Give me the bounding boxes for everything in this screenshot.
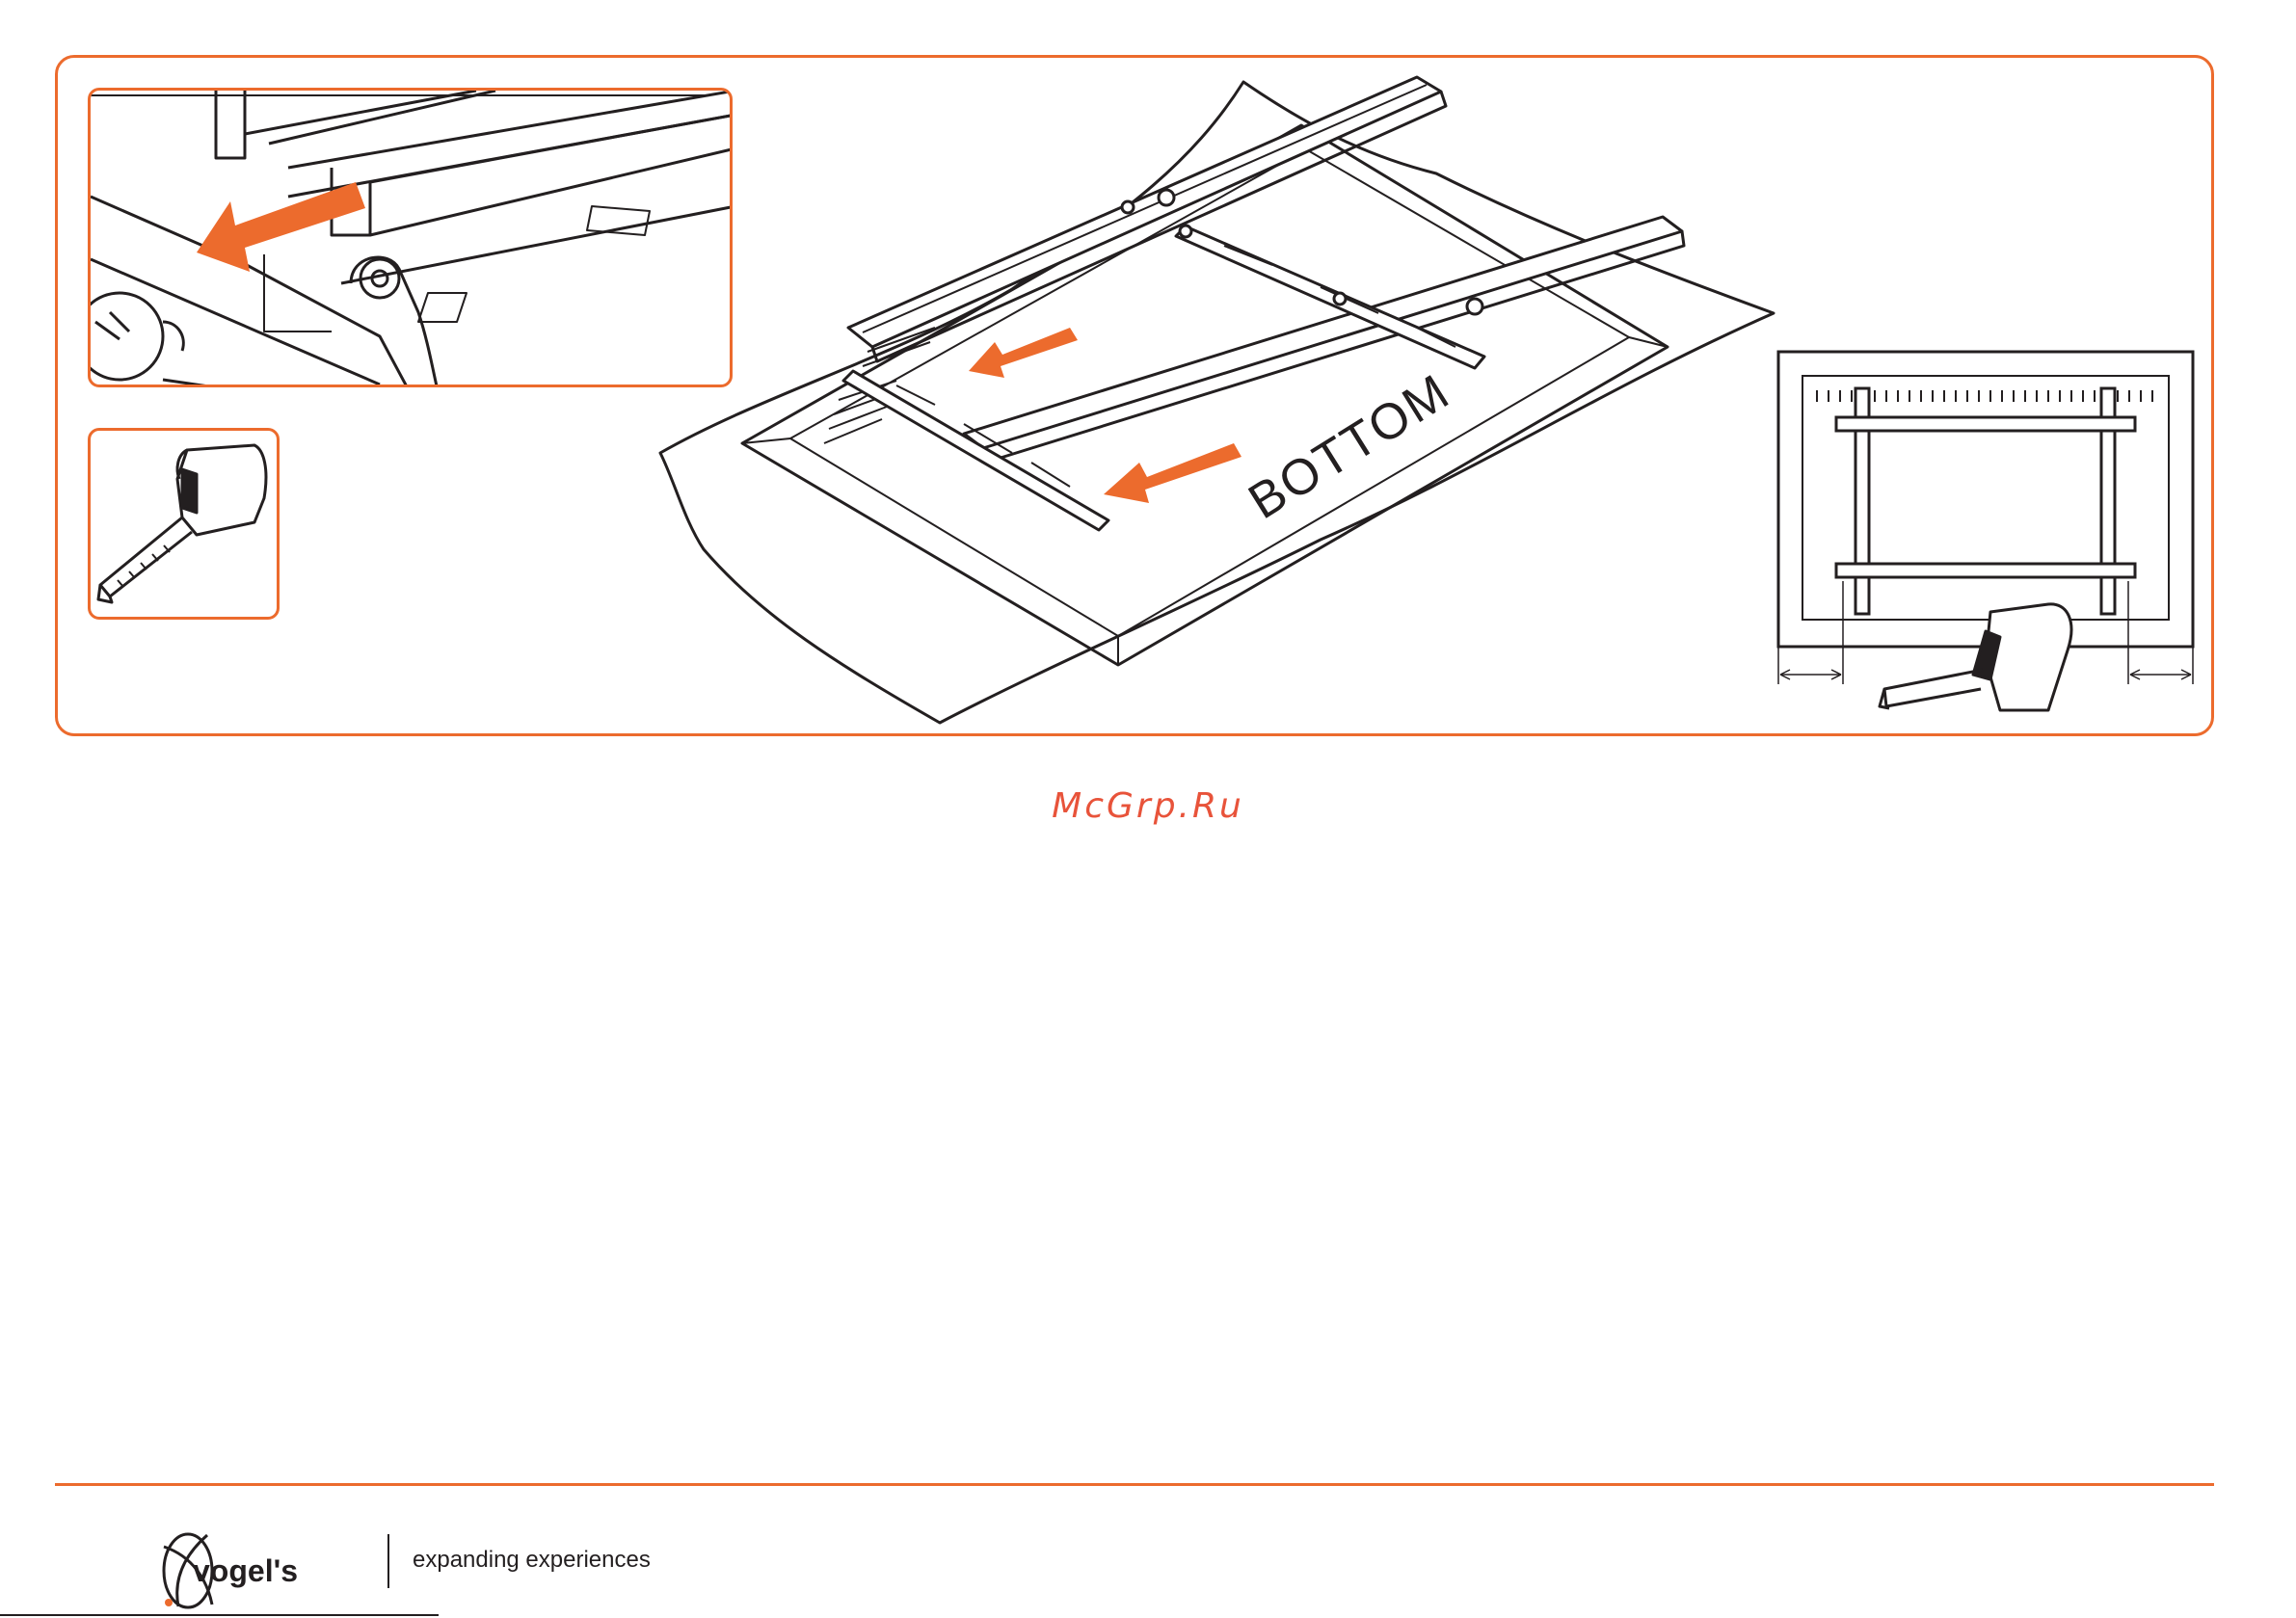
arrow-icon [969, 328, 1078, 378]
arrow-icon [197, 182, 365, 272]
footer-divider [55, 1483, 2214, 1486]
logo-divider [387, 1534, 389, 1588]
tape-measure-inset [88, 428, 280, 620]
measurement-diagram [1759, 342, 2212, 728]
tape-measure-icon [91, 431, 280, 620]
watermark: McGrp.Ru [0, 786, 2296, 826]
tagline: expanding experiences [413, 1547, 651, 1574]
bottom-rule [0, 1614, 439, 1616]
tv-back-illustration: BOTTOM [646, 67, 1783, 742]
logo-icon: vogel's [154, 1527, 376, 1614]
arrow-icon [1104, 443, 1241, 503]
tv-bottom-label: BOTTOM [1240, 363, 1460, 530]
rail-detail-inset [88, 88, 733, 387]
brand-name: vogel's [193, 1553, 298, 1588]
